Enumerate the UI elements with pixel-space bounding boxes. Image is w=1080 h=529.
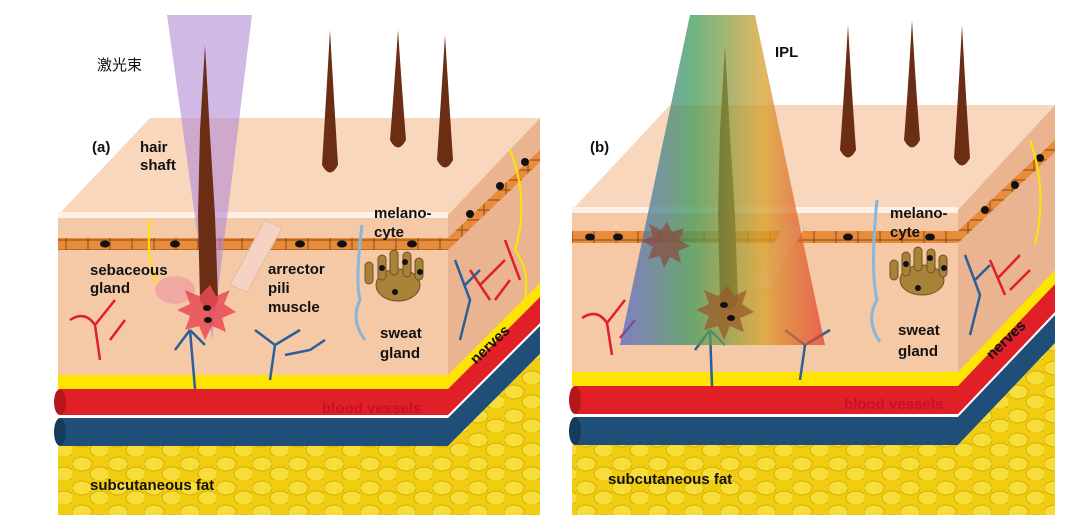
- follicle-burst-b: [696, 285, 754, 340]
- sweat-label-a2: gland: [380, 345, 420, 362]
- follicle-burst-a: [177, 285, 236, 340]
- blood-vessels-label-b: blood vessels: [844, 396, 943, 413]
- hair-label-a2: shaft: [140, 157, 176, 174]
- arrector-label-2: pili: [268, 280, 290, 297]
- sweat-label-b2: gland: [898, 343, 938, 360]
- hair-shaft-a: [198, 45, 218, 310]
- nerve-layer-b: [572, 270, 1055, 386]
- panel-tag-a: (a): [92, 139, 110, 156]
- hair-a1: [322, 30, 338, 173]
- melano-label-b2: cyte: [890, 224, 920, 241]
- melano-label-b1: melano-: [890, 205, 948, 222]
- panel-a: 激光束 (a) hair shaft sebaceous gland arrec…: [54, 15, 540, 515]
- blood-vessels-label-a: blood vessels: [322, 400, 421, 417]
- skin-front-a: [58, 215, 448, 380]
- arrector-label-1: arrector: [268, 261, 325, 278]
- ipl-beam: [620, 15, 825, 345]
- beam-label-a: 激光束: [97, 56, 142, 74]
- panel-b: IPL (b) melano- cyte sweat gland nerves …: [569, 15, 1055, 515]
- sebaceous-gland-a: [155, 276, 195, 304]
- hair-b1: [840, 25, 856, 158]
- hair-a2: [390, 30, 406, 148]
- panel-tag-b: (b): [590, 139, 609, 156]
- hair-b2: [904, 20, 920, 148]
- vein-a: [60, 326, 540, 446]
- fat-b: [572, 343, 1055, 515]
- melanocyte-b: [889, 246, 948, 296]
- melano-label-a2: cyte: [374, 224, 404, 241]
- melano-label-a1: melano-: [374, 205, 432, 222]
- beam-label-b: IPL: [775, 44, 798, 61]
- hair-label-a1: hair: [140, 139, 168, 156]
- arrector-pili-a: [229, 219, 283, 293]
- vein-b: [575, 315, 1055, 445]
- sweat-label-a1: sweat: [380, 325, 422, 342]
- artery-b: [575, 284, 1055, 414]
- sebaceous-label-2: gland: [90, 280, 130, 297]
- fat-a: [58, 354, 540, 515]
- sebaceous-label-1: sebaceous: [90, 262, 168, 279]
- artery-a: [60, 297, 540, 415]
- sweat-label-b1: sweat: [898, 322, 940, 339]
- hair-a3: [437, 35, 453, 168]
- hair-b3: [954, 25, 970, 166]
- nerve-layer-a: [58, 283, 540, 389]
- fat-label-a: subcutaneous fat: [90, 477, 214, 494]
- fat-label-b: subcutaneous fat: [608, 471, 732, 488]
- arrector-label-3: muscle: [268, 299, 320, 316]
- skin-top-a: [58, 118, 540, 215]
- epidermis-burst-b: [642, 222, 690, 268]
